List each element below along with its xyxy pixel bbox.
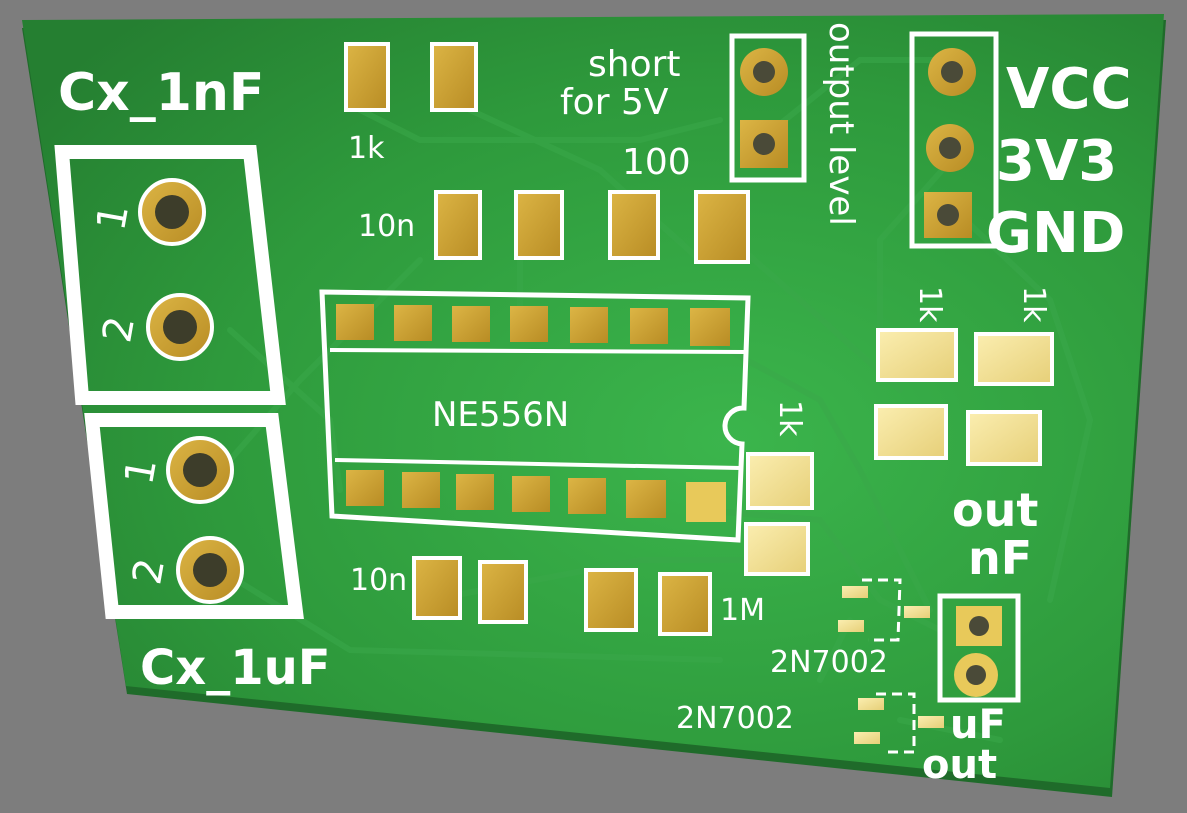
transistor-q1: 2N7002: [770, 578, 930, 680]
ic-bottom-pins: [346, 470, 726, 522]
resistor-1k-b: 1k: [966, 286, 1054, 466]
capacitor-10n-top: 10n: [358, 190, 564, 260]
label-2n7002-q2: 2N7002: [676, 701, 794, 736]
label-1k-a: 1k: [912, 286, 947, 323]
label-100: 100: [622, 142, 691, 183]
label-uf-out-1: uF: [950, 702, 1006, 748]
label-uf-out-2: out: [922, 742, 997, 788]
terminal-pin-2: [146, 293, 214, 361]
label-2n7002-q1: 2N7002: [770, 645, 888, 680]
ic-top-pins: [336, 304, 730, 346]
label-out-nf-2: nF: [968, 531, 1032, 585]
label-out-nf-1: out: [952, 483, 1038, 537]
label-vcc: VCC: [1006, 57, 1132, 122]
resistor-1m: 1M: [584, 568, 765, 636]
label-short: short: [588, 44, 681, 85]
output-header: [937, 593, 1021, 703]
resistor-100: [608, 190, 750, 264]
label-cx-1uf: Cx_1uF: [140, 640, 331, 696]
label-gnd: GND: [986, 201, 1125, 266]
label-10n-top: 10n: [358, 209, 415, 244]
label-1k-ic: 1k: [772, 400, 807, 437]
label-output-level: output level: [821, 22, 861, 226]
label-1k-b: 1k: [1016, 286, 1051, 323]
power-header: [909, 31, 999, 249]
label-cx-1nf: Cx_1nF: [58, 63, 264, 123]
resistor-1k-top: 1k: [344, 42, 478, 166]
terminal-block-cx-1nf: Cx_1nF 1 2: [54, 63, 286, 405]
label-3v3: 3V3: [996, 129, 1117, 194]
resistor-1k-a: 1k: [874, 286, 958, 460]
terminal-block-cx-1uf: 1 2 Cx_1uF: [84, 413, 331, 696]
capacitor-10n-bottom: 10n: [350, 556, 528, 624]
jumper-output-level: [729, 33, 807, 183]
terminal-pin-2b: [176, 536, 244, 604]
label-ne556n: NE556N: [432, 395, 569, 435]
terminal-pin-1b: [166, 436, 234, 504]
label-for-5v: for 5V: [560, 82, 669, 123]
terminal-pin-1: [138, 178, 206, 246]
ic-ne556n: NE556N: [319, 289, 751, 543]
label-10n-bottom: 10n: [350, 563, 407, 598]
label-1k-top: 1k: [348, 131, 385, 166]
resistor-1k-ic: 1k: [744, 400, 814, 576]
transistor-q2: 2N7002: [676, 692, 944, 754]
label-1m: 1M: [720, 593, 765, 628]
